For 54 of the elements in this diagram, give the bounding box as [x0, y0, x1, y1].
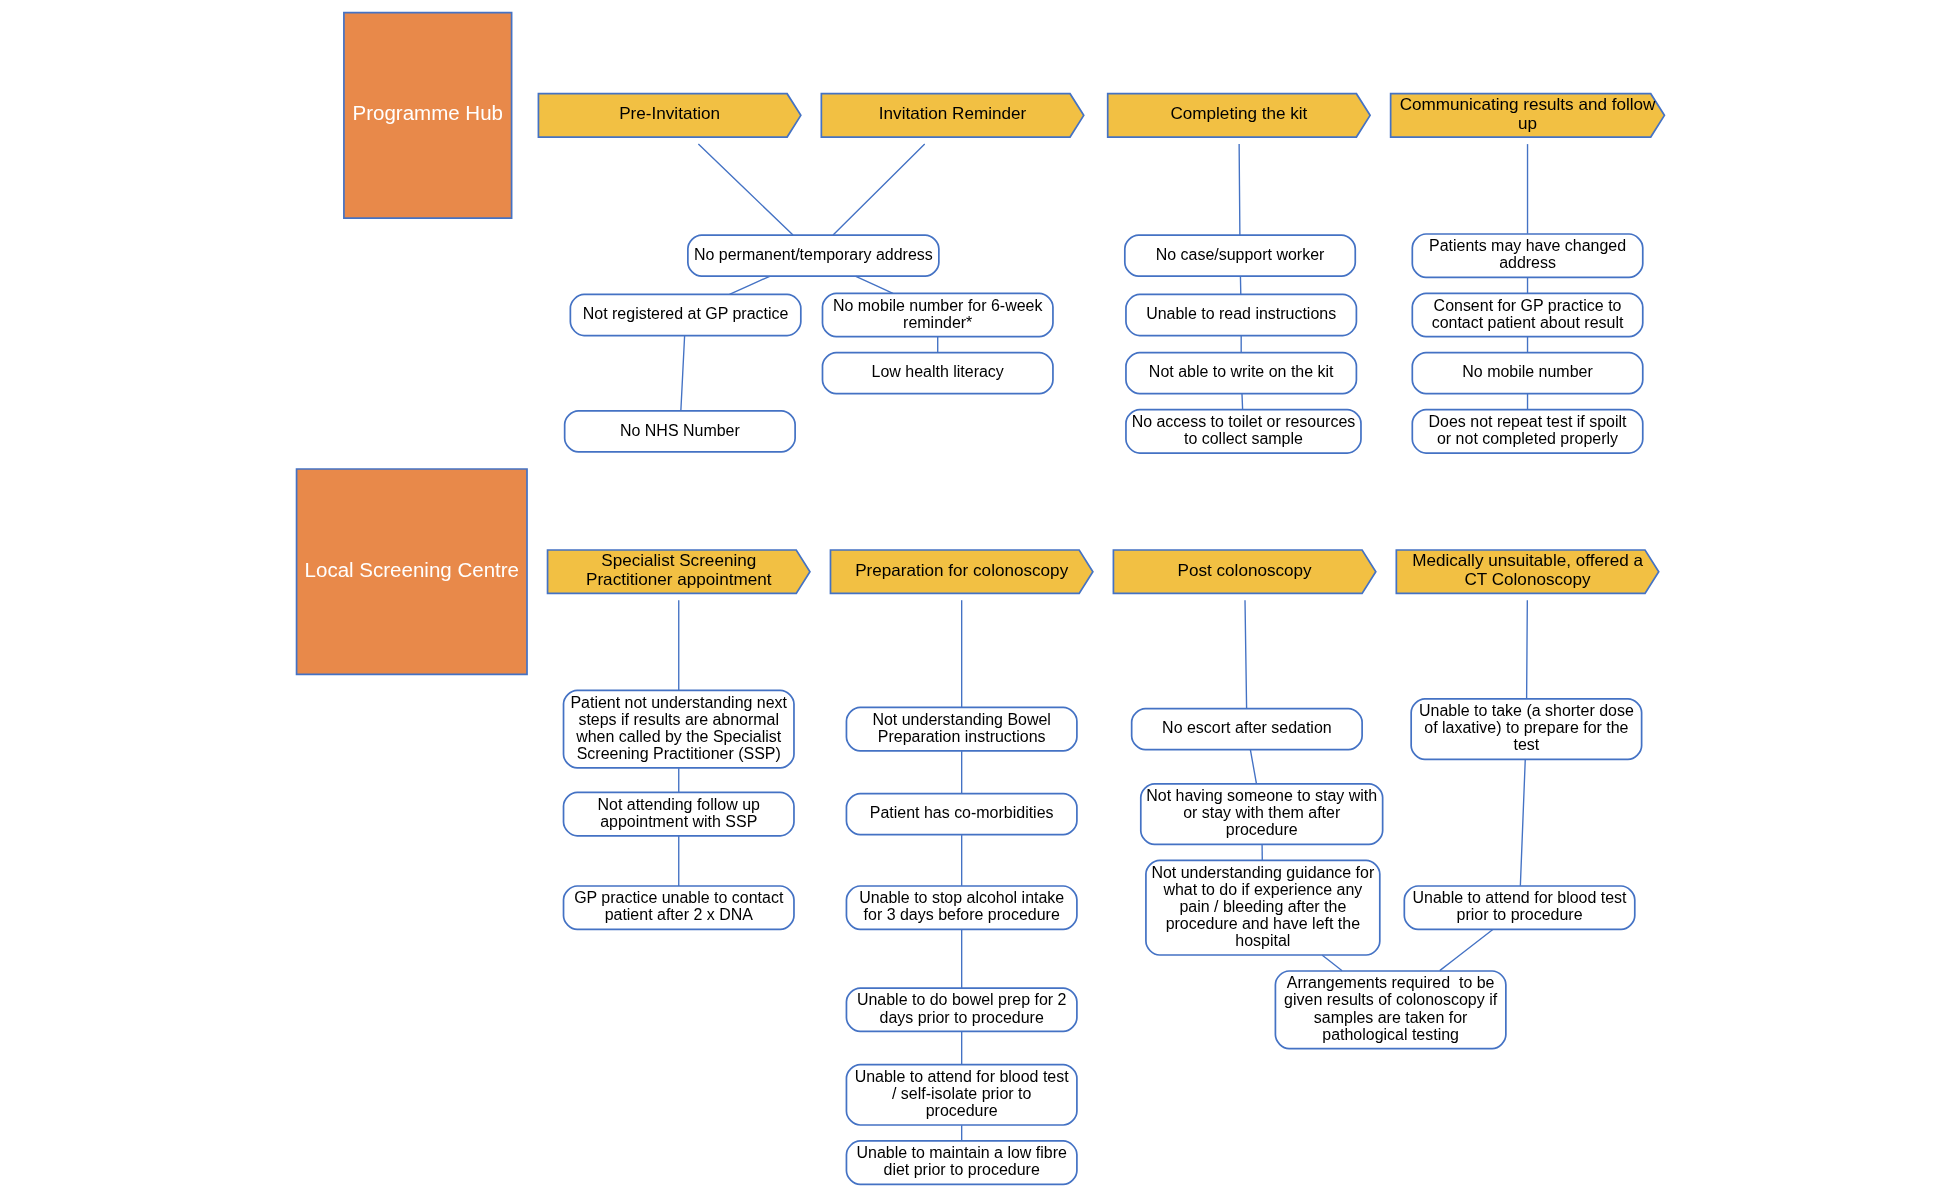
connector — [1519, 758, 1526, 887]
node-box: Unable to attend for blood test / self-isolate prior to procedure — [845, 1063, 1078, 1126]
node-box: Not having someone to stay with or stay with them after procedure — [1139, 783, 1383, 846]
connector — [1249, 749, 1257, 785]
node-box: Arrangements required to be given results of colonoscopy if samples are taken for pathological testing — [1274, 970, 1507, 1050]
node-box: Unable to read instructions — [1124, 293, 1357, 337]
connector — [1240, 335, 1242, 354]
node-box: Low health literacy — [821, 351, 1054, 395]
node-box: No permanent/temporary address — [686, 234, 940, 278]
node-box: Local Screening Centre — [295, 468, 528, 676]
connector — [677, 835, 679, 887]
connector — [1321, 954, 1343, 972]
node-box: Patients may have changed address — [1410, 233, 1644, 279]
node-box: Not understanding Bowel Preparation instructions — [845, 706, 1078, 752]
node-box: Unable to take (a shorter dose of laxative) to prepare for the test — [1409, 698, 1642, 761]
node-box: Not attending follow up appointment with SSP — [562, 791, 795, 837]
connector — [728, 275, 770, 295]
node-box: Unable to do bowel prep for 2 days prior to procedure — [845, 987, 1078, 1033]
node-box: Not understanding guidance for what to do if experience any pain / bleeding after the procedure and have left the hospital — [1144, 859, 1381, 956]
connector — [1260, 843, 1263, 861]
connector — [1438, 928, 1494, 972]
connector — [677, 767, 679, 794]
node-box: GP practice unable to contact patient after 2 x DNA — [562, 885, 795, 931]
connector — [697, 143, 794, 236]
node-box: Patient has co-morbidities — [845, 792, 1078, 836]
connector — [1237, 143, 1241, 236]
node-box: No access to toilet or resources to collect sample — [1124, 408, 1362, 454]
node-box: Consent for GP practice to contact patient about result — [1410, 292, 1644, 338]
node-box: Not able to write on the kit — [1124, 351, 1357, 395]
connector — [960, 834, 962, 887]
connector — [854, 275, 894, 294]
connector — [1243, 599, 1247, 709]
node-box: Unable to stop alcohol intake for 3 days before procedure — [845, 885, 1078, 931]
node-box: Does not repeat test if spoilt or not completed properly — [1410, 408, 1644, 454]
connector — [960, 599, 962, 708]
connector — [677, 599, 679, 691]
connector — [960, 750, 962, 795]
connector — [1240, 393, 1243, 411]
node-box: No mobile number for 6-week reminder* — [821, 292, 1054, 338]
node-box: Patient not understanding next steps if results are abnormal when called by the Specialist Screening Practitioner (SSP) — [562, 689, 795, 769]
connector — [960, 928, 962, 989]
node-box: Not registered at GP practice — [569, 293, 802, 337]
node-box: Unable to maintain a low fibre diet prior to procedure — [845, 1140, 1078, 1186]
node-box: No escort after sedation — [1130, 707, 1363, 751]
node-box: No case/support worker — [1123, 234, 1356, 278]
connector — [1526, 143, 1528, 235]
connector — [679, 335, 685, 412]
connector — [831, 143, 925, 236]
node-box: No NHS Number — [563, 409, 796, 453]
connector — [1525, 599, 1528, 700]
node-box: Unable to attend for blood test prior to procedure — [1402, 885, 1636, 931]
node-box: No mobile number — [1410, 351, 1644, 395]
node-box: Programme Hub — [342, 11, 512, 219]
connector — [960, 1031, 962, 1065]
